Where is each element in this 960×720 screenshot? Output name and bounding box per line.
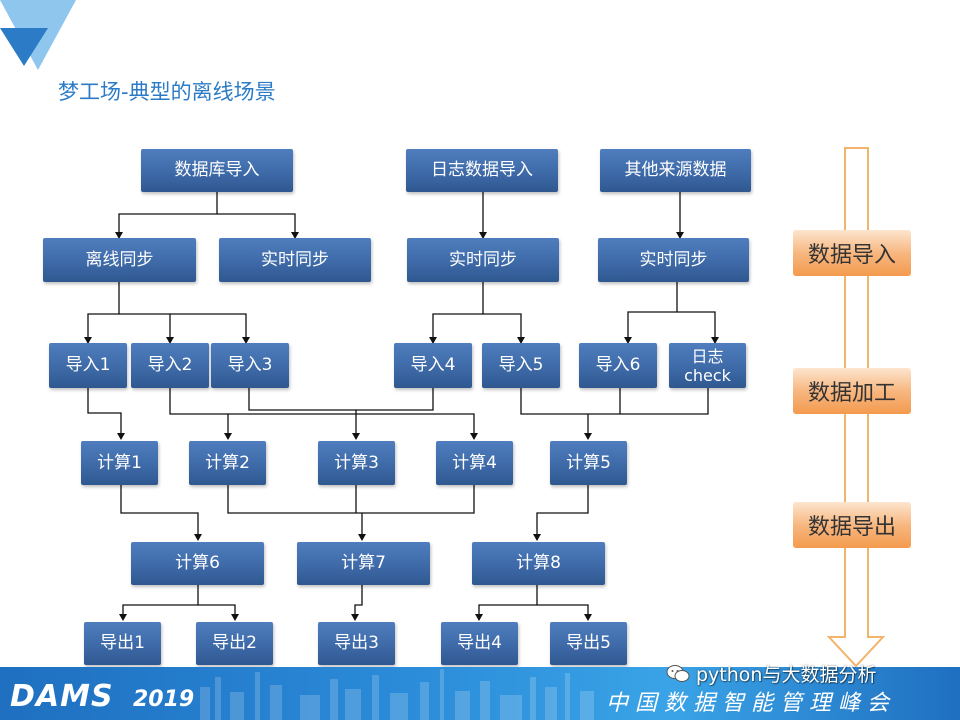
node-import-4: 导入4 bbox=[394, 343, 472, 388]
node-calc-3: 计算3 bbox=[318, 441, 395, 485]
node-import-1: 导入1 bbox=[49, 343, 127, 388]
node-export-3: 导出3 bbox=[318, 622, 395, 665]
node-calc-1: 计算1 bbox=[81, 441, 158, 485]
node-realtime-sync-2: 实时同步 bbox=[407, 238, 559, 282]
corner-triangle-decoration bbox=[0, 0, 76, 70]
node-import-5: 导入5 bbox=[482, 343, 560, 388]
watermark-text: python与大数据分析 bbox=[696, 664, 877, 686]
stage-data-export: 数据导出 bbox=[793, 502, 911, 548]
wechat-icon bbox=[666, 664, 690, 682]
slide-title: 梦工场-典型的离线场景 bbox=[58, 80, 276, 104]
node-export-1: 导出1 bbox=[84, 622, 161, 665]
brand-logo: DAMS bbox=[10, 679, 114, 714]
node-database-import: 数据库导入 bbox=[141, 149, 293, 192]
node-other-source-data: 其他来源数据 bbox=[600, 149, 751, 192]
node-import-2: 导入2 bbox=[131, 343, 209, 388]
node-import-6: 导入6 bbox=[579, 343, 657, 388]
footer-banner: DAMS 2019 中国数据智能管理峰会 bbox=[0, 667, 960, 720]
node-log-data-import: 日志数据导入 bbox=[406, 149, 558, 192]
conference-name: 中国数据智能管理峰会 bbox=[606, 691, 897, 716]
node-calc-2: 计算2 bbox=[189, 441, 266, 485]
node-calc-7: 计算7 bbox=[297, 542, 430, 585]
stage-data-processing: 数据加工 bbox=[793, 368, 911, 414]
stage-data-import: 数据导入 bbox=[793, 230, 911, 276]
node-export-4: 导出4 bbox=[441, 622, 518, 665]
node-calc-6: 计算6 bbox=[131, 542, 264, 585]
node-calc-8: 计算8 bbox=[472, 542, 605, 585]
node-calc-5: 计算5 bbox=[550, 441, 627, 485]
node-realtime-sync-3: 实时同步 bbox=[598, 238, 749, 282]
node-calc-4: 计算4 bbox=[436, 441, 513, 485]
watermark: python与大数据分析 bbox=[666, 660, 876, 687]
brand-year: 2019 bbox=[133, 687, 195, 712]
node-realtime-sync-1: 实时同步 bbox=[219, 238, 371, 282]
node-offline-sync: 离线同步 bbox=[43, 238, 196, 282]
city-skyline-decoration bbox=[200, 669, 594, 720]
node-import-3: 导入3 bbox=[211, 343, 289, 388]
node-export-2: 导出2 bbox=[196, 622, 273, 665]
node-export-5: 导出5 bbox=[550, 622, 627, 665]
